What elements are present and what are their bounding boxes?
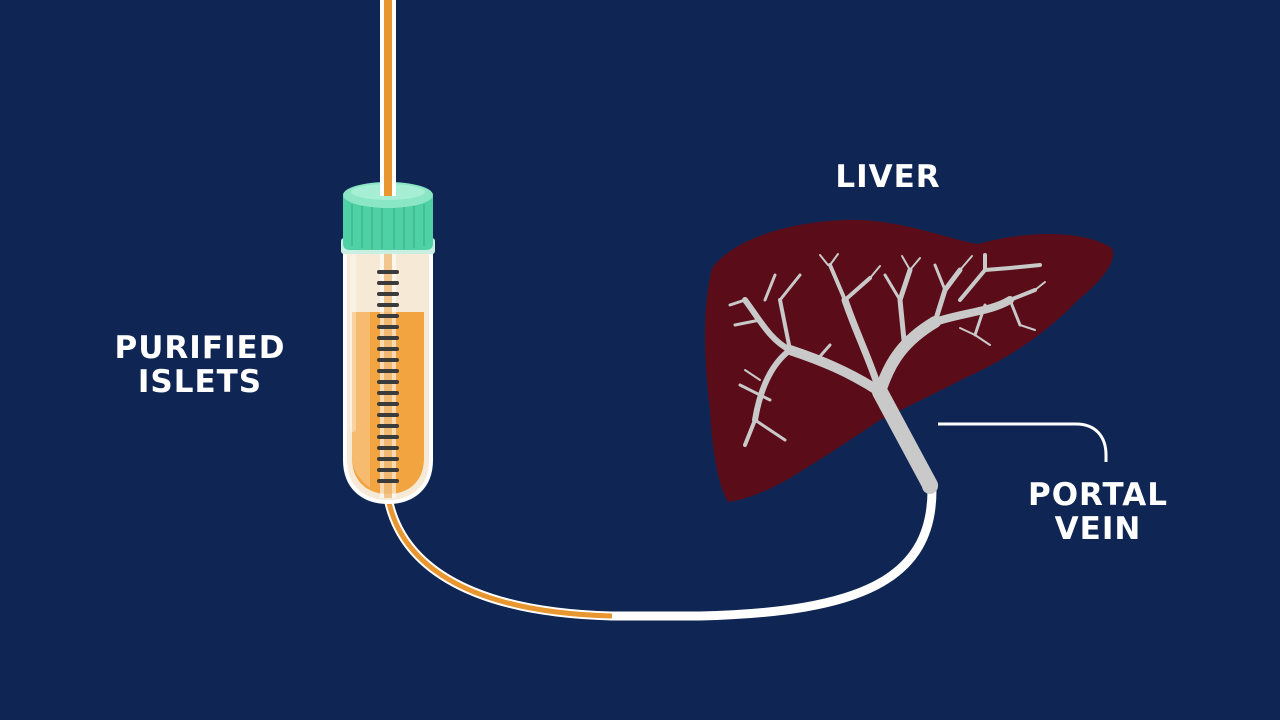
tube-cap	[341, 182, 435, 254]
liver-label: LIVER	[808, 160, 968, 194]
portal-vein-label-line2: VEIN	[1054, 511, 1142, 547]
input-line	[380, 0, 396, 192]
portal-vein-label-line1: PORTAL	[1027, 477, 1169, 513]
portal-vein-label: PORTAL VEIN	[1008, 478, 1188, 546]
liver-label-text: LIVER	[835, 159, 941, 195]
portal-vein-vessels	[728, 253, 1046, 493]
portal-vein-pointer	[938, 422, 1108, 462]
purified-islets-label-line1: PURIFIED	[114, 330, 286, 366]
graduation-marks	[377, 270, 399, 483]
purified-islets-label-line2: ISLETS	[137, 364, 263, 400]
purified-islets-label: PURIFIED ISLETS	[90, 331, 310, 399]
catheter-tube	[383, 485, 937, 621]
test-tube	[343, 236, 433, 505]
liver-shape	[705, 219, 1114, 503]
portal-vein-tip	[922, 478, 938, 494]
